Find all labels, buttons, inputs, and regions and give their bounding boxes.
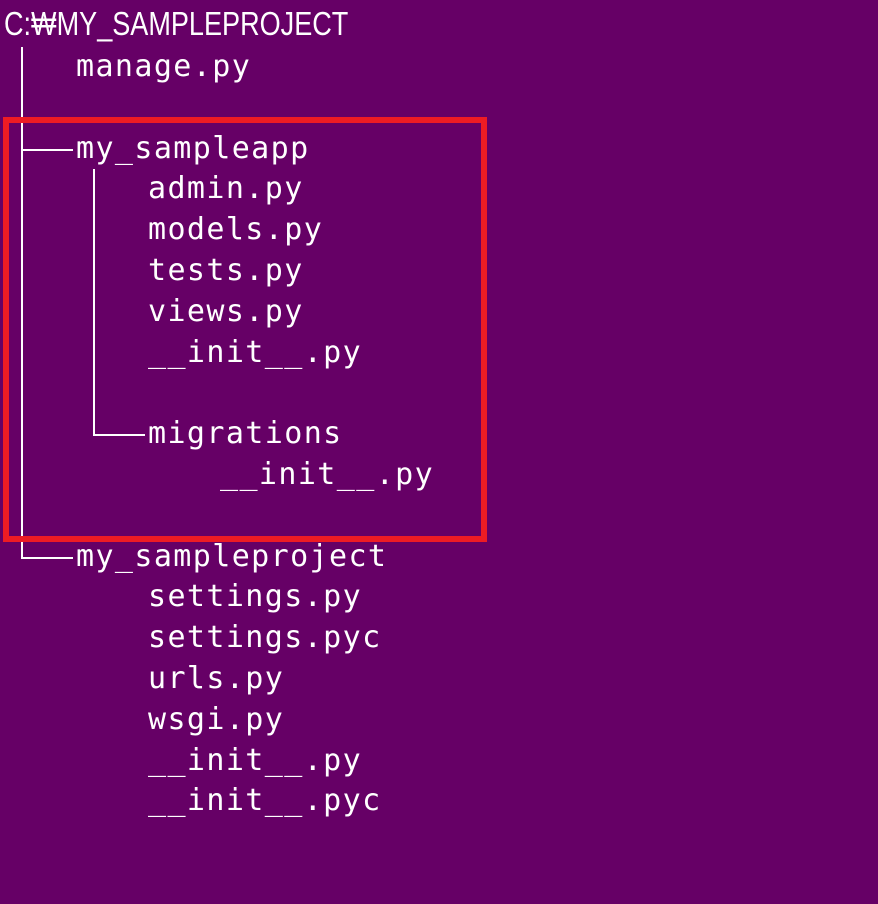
root-directory-path: C:₩MY_SAMPLEPROJECT (4, 5, 349, 42)
tree-row: models.py (0, 210, 878, 251)
file-migrations-init-py[interactable]: __init__.py (220, 456, 435, 492)
tree-row (0, 87, 878, 129)
file-tests-py[interactable]: tests.py (148, 252, 304, 288)
file-views-py[interactable]: views.py (148, 293, 304, 329)
tree-row: my_sampleapp (0, 128, 878, 170)
tree-row: settings.pyc (0, 618, 878, 659)
tree-connector (0, 169, 878, 211)
tree-row: wsgi.py (0, 700, 878, 741)
tree-row: admin.py (0, 169, 878, 211)
tree-row: __init__.py (0, 741, 878, 782)
folder-my-sampleapp[interactable]: my_sampleapp (76, 130, 310, 166)
file-urls-py[interactable]: urls.py (148, 660, 285, 696)
tree-connector (0, 332, 878, 374)
tree-connector (0, 291, 878, 333)
tree-connector (0, 495, 878, 537)
tree-row: urls.py (0, 659, 878, 700)
tree-connector (0, 454, 878, 496)
tree-row: manage.py (0, 47, 878, 88)
file-manage-py[interactable]: manage.py (76, 49, 252, 84)
file-wsgi-py[interactable]: wsgi.py (148, 701, 285, 737)
tree-connector (0, 210, 878, 251)
file-settings-pyc[interactable]: settings.pyc (148, 620, 382, 656)
directory-tree: manage.py my_sampleapp admin.py (0, 47, 878, 822)
file-models-py[interactable]: models.py (148, 212, 324, 248)
tree-connector (0, 250, 878, 292)
file-project-init-py[interactable]: __init__.py (148, 742, 363, 778)
tree-row: tests.py (0, 250, 878, 292)
tree-row: migrations (0, 414, 878, 455)
tree-connector (0, 373, 878, 415)
tree-row (0, 373, 878, 415)
tree-row (0, 495, 878, 537)
tree-connector (0, 414, 878, 455)
tree-connector (0, 87, 878, 129)
file-project-init-pyc[interactable]: __init__.pyc (148, 783, 382, 819)
folder-my-sampleproject[interactable]: my_sampleproject (76, 538, 388, 574)
tree-row: views.py (0, 291, 878, 333)
terminal-window: C:₩MY_SAMPLEPROJECT manage.py my_samplea… (0, 5, 878, 822)
tree-row: __init__.py (0, 332, 878, 374)
folder-migrations[interactable]: migrations (148, 416, 343, 452)
file-app-init-py[interactable]: __init__.py (148, 334, 363, 370)
tree-connector (0, 47, 878, 88)
tree-row: my_sampleproject (0, 536, 878, 578)
tree-row: __init__.py (0, 454, 878, 496)
file-admin-py[interactable]: admin.py (148, 171, 304, 207)
tree-row: __init__.pyc (0, 781, 878, 822)
tree-connector (0, 536, 878, 578)
file-settings-py[interactable]: settings.py (148, 579, 363, 615)
tree-connector (0, 128, 878, 170)
tree-row: settings.py (0, 577, 878, 618)
